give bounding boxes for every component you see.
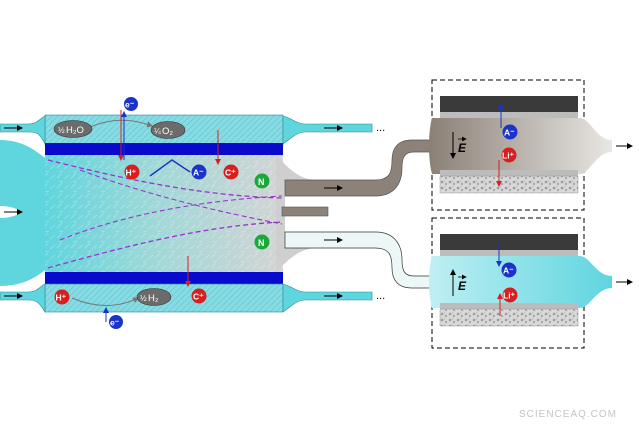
watermark: SCIENCEAQ.COM xyxy=(518,409,617,420)
dashed-flow-line xyxy=(47,221,283,269)
top-right-layer xyxy=(440,112,578,118)
top-inlet-tube xyxy=(0,115,46,145)
ion-circle: Li⁺ xyxy=(502,287,518,303)
separator-rod xyxy=(281,206,329,217)
water-molecule-top: ½ H₂O xyxy=(53,120,93,138)
anode-electrode xyxy=(45,143,283,155)
oxygen-molecule: ¼ O₂ xyxy=(150,121,186,139)
hydrogen-frac: ½ xyxy=(140,294,147,303)
reaction-arrow xyxy=(87,119,153,129)
bottom-right-chamber xyxy=(429,256,612,308)
anion-label: A⁻ xyxy=(503,266,514,276)
ion-circle: A⁻ xyxy=(191,164,207,180)
neutral-label: N xyxy=(258,177,265,187)
ion-circle: H⁺ xyxy=(54,289,70,305)
hydrogen-mol: H₂ xyxy=(148,293,159,304)
bottom-inlet-tube xyxy=(0,283,46,314)
lithium-label: Li⁺ xyxy=(503,291,516,301)
top-right-electrode-dark xyxy=(440,96,578,112)
proton-label: H⁺ xyxy=(56,293,67,303)
oxygen-mol: O₂ xyxy=(162,126,173,137)
oxygen-frac: ¼ xyxy=(154,127,161,136)
cation-label: C⁺ xyxy=(193,292,204,302)
reaction-split xyxy=(149,159,191,177)
electron-label: e⁻ xyxy=(125,100,135,110)
top-right-electrode-pebbles xyxy=(439,175,579,194)
anion-label: A⁻ xyxy=(193,168,204,178)
dashed-flow-line xyxy=(59,195,283,241)
water-top-mol: H₂O xyxy=(66,125,84,136)
ion-circle: H⁺ xyxy=(124,164,140,180)
top-outlet-tube xyxy=(282,115,373,145)
anion-label: A⁻ xyxy=(504,128,515,138)
ellipsis-label: ... xyxy=(376,122,385,134)
top-right-chamber xyxy=(429,118,612,174)
ion-circle: A⁻ xyxy=(502,124,518,140)
water-top-frac: ½ xyxy=(58,126,65,135)
ion-circle: C⁺ xyxy=(191,288,207,304)
field-label: E xyxy=(458,141,467,155)
bottom-right-electrode-pebbles xyxy=(439,308,579,327)
bottom-right-layer xyxy=(440,303,578,309)
cathode-electrode xyxy=(45,272,283,284)
ion-circle: Li⁺ xyxy=(501,147,517,163)
electron-label: e⁻ xyxy=(110,318,120,328)
proton-label: H⁺ xyxy=(126,168,137,178)
membrane-channel xyxy=(0,140,45,286)
hydrogen-molecule: ½ H₂ xyxy=(136,288,172,306)
dashed-flow-line xyxy=(79,169,283,225)
top-right-layer xyxy=(440,170,578,176)
bottom-outlet-tube xyxy=(282,283,373,313)
ellipsis-label: ... xyxy=(376,290,385,302)
ion-circle: N xyxy=(254,173,270,189)
lithium-label: Li⁺ xyxy=(502,151,515,161)
light-flow-pipe xyxy=(284,231,433,289)
bottom-right-electrode-dark xyxy=(440,234,578,250)
reaction-arrow xyxy=(71,297,139,306)
grey-flow-pipe xyxy=(284,139,433,197)
ion-circle: N xyxy=(254,234,270,250)
ion-circle: A⁻ xyxy=(501,262,517,278)
dashed-flow-line xyxy=(47,159,283,199)
field-label: E xyxy=(458,279,467,293)
ion-circle: C⁺ xyxy=(223,164,239,180)
ion-circle: e⁻ xyxy=(109,315,123,329)
cation-label: C⁺ xyxy=(225,168,236,178)
ion-circle: e⁻ xyxy=(124,97,138,111)
bottom-right-layer xyxy=(440,250,578,256)
neutral-label: N xyxy=(258,238,265,248)
